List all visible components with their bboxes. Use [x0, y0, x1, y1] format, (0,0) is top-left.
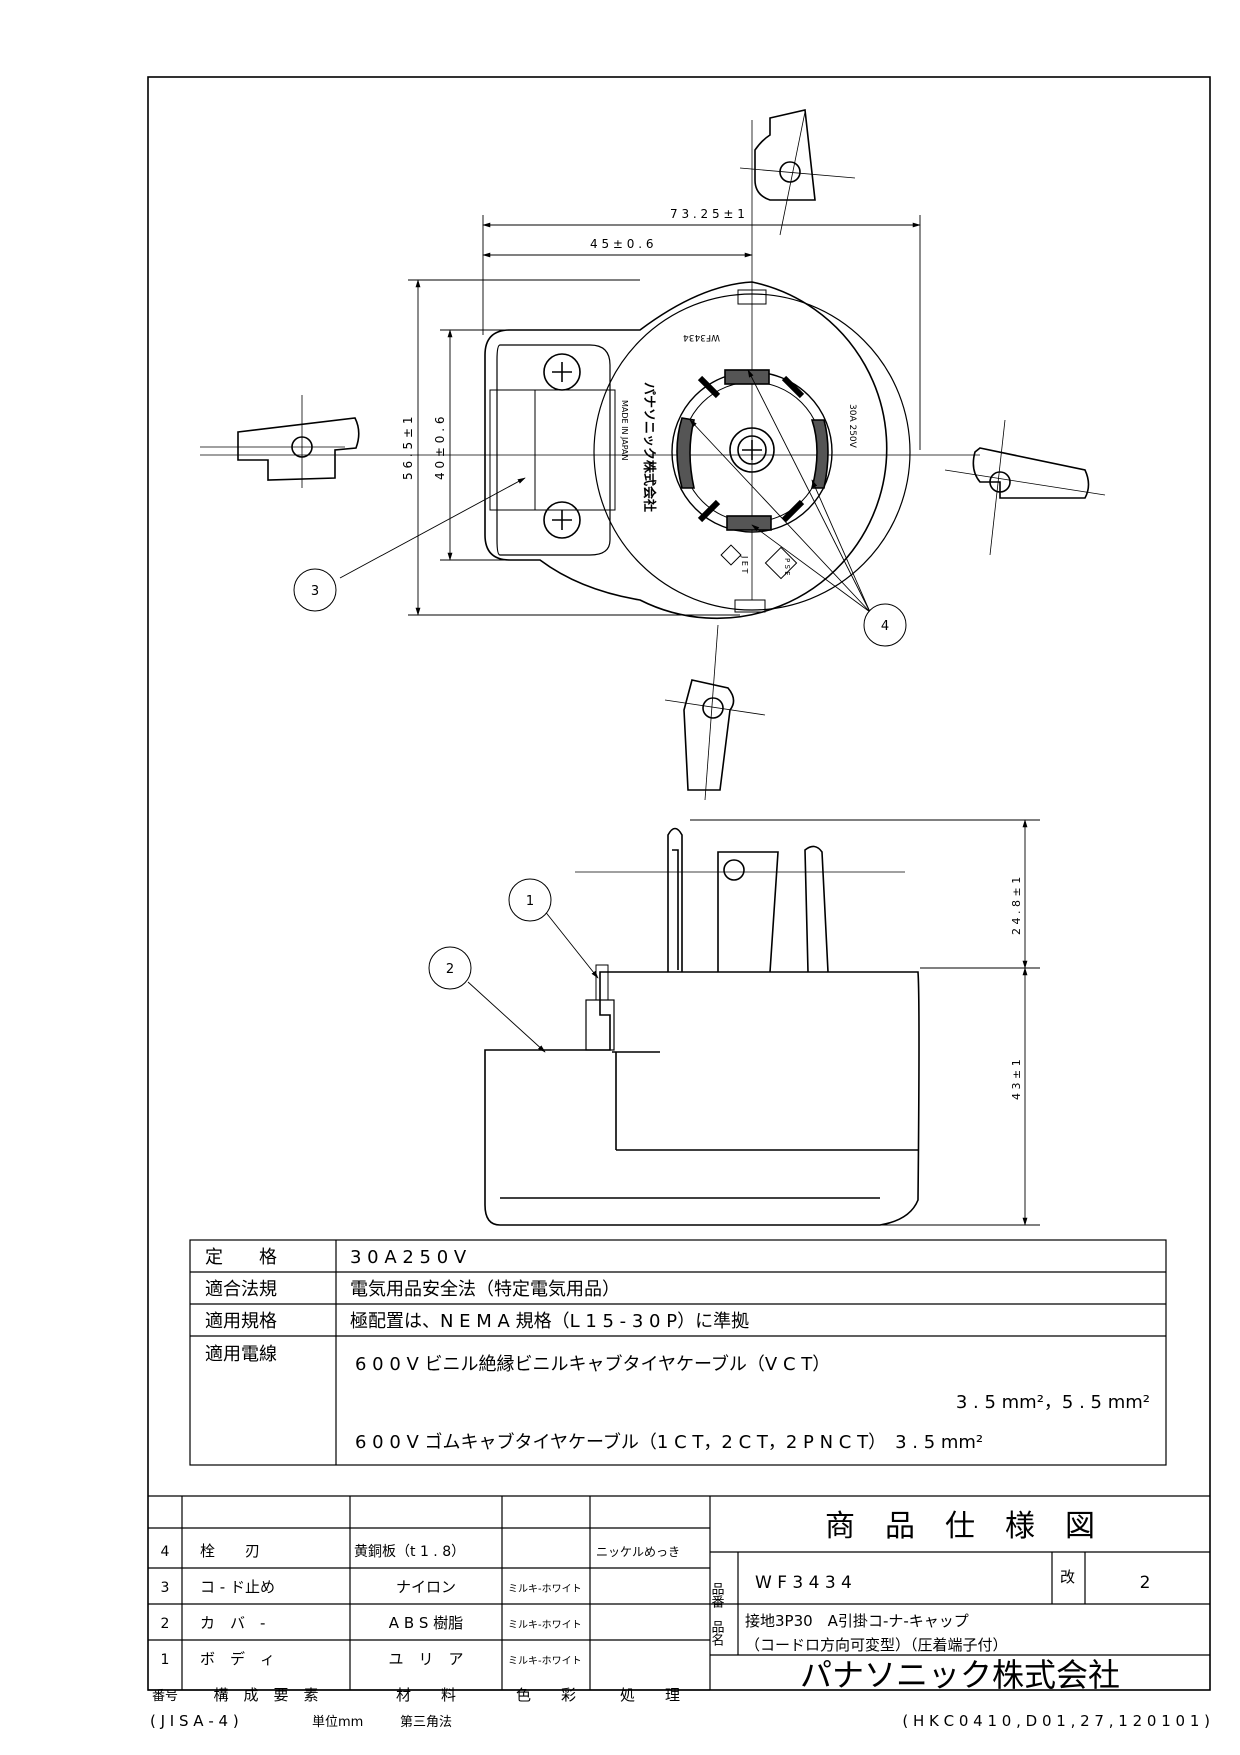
spec-label-standard: 適用規格: [205, 1311, 277, 1332]
title-block-title: 商 品 仕 様 図: [825, 1509, 1095, 1544]
callout-leaders: [339, 369, 871, 1053]
dim-body-depth: 4 3 ± 1: [1010, 1059, 1023, 1100]
spec-label-law: 適合法規: [205, 1279, 277, 1300]
origin-marking: MADE IN JAPAN: [620, 400, 629, 460]
dim-center-offset: 4 5 ± 0 . 6: [590, 237, 653, 251]
rating-marking: 30A 250V: [847, 404, 857, 449]
footer-doc-id: ( H K C 0 4 1 0 , D 0 1 , 2 7 , 1 2 0 1 …: [902, 1712, 1210, 1730]
face-markings: パナソニック株式会社 MADE IN JAPAN WF3434 30A 250V…: [620, 332, 857, 576]
parts-row-2-material: A B S 樹脂: [389, 1614, 463, 1632]
footer-standard: ( J I S A - 4 ): [150, 1712, 239, 1730]
parts-table: [148, 1495, 1210, 1691]
part-no-value: W F 3 4 3 4: [755, 1573, 852, 1593]
pse-marking: P S E: [783, 558, 791, 576]
product-name-label: 品名: [709, 1620, 725, 1646]
svg-text:4: 4: [881, 619, 889, 634]
callout-bubble-4: 4: [863, 603, 907, 647]
spec-table: [189, 1239, 1167, 1466]
blade-detail-views: [200, 109, 1106, 801]
spec-value-standard: 極配置は、N E M A 規格（L 1 5 - 3 0 P）に準拠: [350, 1311, 749, 1332]
spec-value-rating: 3 0 A 2 5 0 V: [350, 1247, 467, 1268]
revision-value: 2: [1140, 1573, 1151, 1593]
parts-header-color: 色 彩: [516, 1686, 576, 1704]
product-name-line-2: （コードロ方向可変型）（圧着端子付）: [745, 1636, 1008, 1654]
dim-overall-width: 7 3 . 2 5 ± 1: [670, 207, 745, 221]
plug-top-view: [200, 120, 980, 620]
parts-header-material: 材 料: [396, 1686, 456, 1704]
parts-row-1-color: ミルキ-ホワイト: [508, 1655, 582, 1667]
parts-row-1-no: 1: [161, 1652, 170, 1668]
title-block: 商 品 仕 様 図 品番 W F 3 4 3 4 改 2 品名 接地3P30 A…: [709, 1509, 1151, 1694]
brand-marking: パナソニック株式会社: [641, 382, 657, 512]
parts-header-no: 番号: [152, 1689, 178, 1704]
part-no-label: 品番: [709, 1582, 725, 1609]
company-name: パナソニック株式会社: [800, 1656, 1120, 1694]
top-view-dimensions: [408, 215, 921, 616]
parts-row-4-treatment: ニッケルめっき: [596, 1545, 680, 1559]
parts-table-text: 4 栓 刃 黄銅板（t 1 . 8） ニッケルめっき 3 コ - ド止め ナイロ…: [152, 1542, 680, 1704]
spec-label-wire: 適用電線: [205, 1344, 277, 1365]
parts-row-4-part: 栓 刃: [200, 1542, 260, 1560]
parts-row-3-material: ナイロン: [396, 1578, 456, 1596]
jet-marking: J E T: [740, 555, 749, 574]
side-view-dimensions: [690, 819, 1040, 1226]
dim-body-height: 5 6 . 5 ± 1: [401, 417, 415, 480]
callout-bubble-1: 1: [508, 878, 552, 922]
parts-header-part: 構 成 要 素: [213, 1686, 318, 1704]
model-marking: WF3434: [683, 332, 720, 342]
parts-row-2-part: カ バ -: [200, 1614, 265, 1632]
spec-value-wire-1: 6 0 0 V ビニル絶縁ビニルキャブタイヤケーブル（V C T）: [355, 1353, 830, 1375]
parts-row-2-color: ミルキ-ホワイト: [508, 1619, 582, 1631]
parts-row-2-no: 2: [161, 1616, 170, 1632]
parts-row-4-material: 黄銅板（t 1 . 8）: [354, 1543, 465, 1560]
parts-row-3-part: コ - ド止め: [200, 1578, 275, 1596]
callout-bubble-3: 3: [293, 568, 337, 612]
dim-screw-pitch: 4 0 ± 0 . 6: [433, 417, 447, 480]
svg-text:1: 1: [526, 894, 534, 909]
spec-label-rating: 定 格: [205, 1247, 277, 1268]
footer-projection: 第三角法: [400, 1715, 452, 1730]
svg-text:2: 2: [446, 962, 454, 977]
callout-bubble-2: 2: [428, 946, 472, 990]
parts-header-treatment: 処 理: [620, 1686, 680, 1704]
spec-value-wire-2: 3 . 5 mm²，5 . 5 mm²: [956, 1392, 1150, 1413]
parts-row-1-material: ユ リ ア: [388, 1650, 463, 1668]
parts-row-4-no: 4: [161, 1544, 170, 1560]
dim-blade-length: 2 4 . 8 ± 1: [1010, 877, 1023, 935]
parts-row-1-part: ボ デ ィ: [200, 1650, 275, 1668]
parts-row-3-color: ミルキ-ホワイト: [508, 1583, 582, 1595]
revision-label: 改: [1060, 1568, 1075, 1586]
footer-units: 単位mm: [312, 1714, 363, 1730]
plug-side-view: [484, 827, 920, 1226]
spec-value-wire-3: 6 0 0 V ゴムキャブタイヤケーブル（1 C T，2 C T，2 P N C…: [355, 1431, 983, 1453]
spec-table-text: 定 格 3 0 A 2 5 0 V 適合法規 電気用品安全法（特定電気用品） 適…: [205, 1247, 1150, 1453]
spec-value-law: 電気用品安全法（特定電気用品）: [350, 1279, 620, 1300]
parts-row-3-no: 3: [161, 1580, 170, 1596]
product-name-line-1: 接地3P30 A引掛コ-ナ-キャップ: [745, 1612, 969, 1630]
svg-text:3: 3: [311, 584, 319, 599]
